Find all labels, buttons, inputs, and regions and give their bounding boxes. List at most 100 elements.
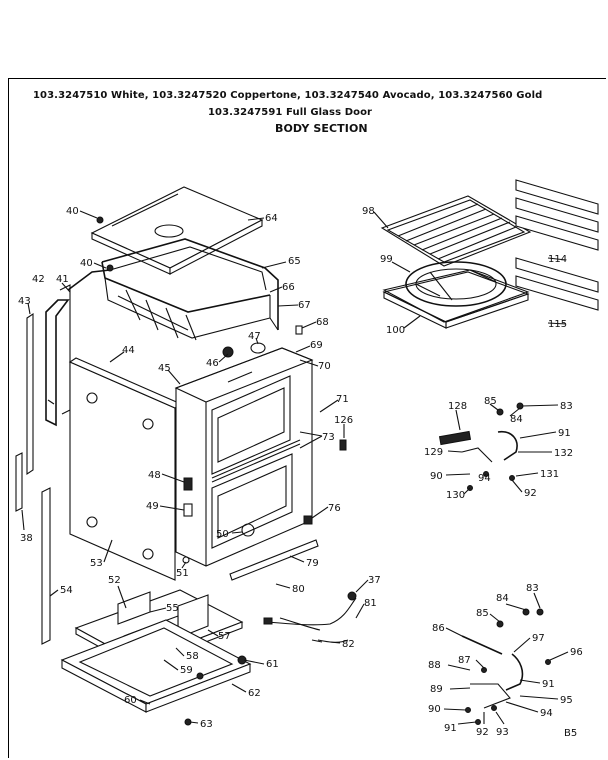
- callout-95: 95: [560, 695, 573, 706]
- callout-90: 90: [430, 471, 443, 482]
- callout-90: 90: [428, 704, 441, 715]
- callout-40: 40: [66, 206, 79, 217]
- callout-86: 86: [432, 623, 445, 634]
- callout-65: 65: [288, 256, 301, 267]
- callout-94: 94: [478, 473, 491, 484]
- callout-131: 131: [540, 469, 559, 480]
- callout-79: 79: [306, 558, 319, 569]
- section-title: BODY SECTION: [275, 122, 368, 135]
- callout-60: 60: [124, 695, 137, 706]
- oven-rack-part: [380, 195, 532, 267]
- callout-62: 62: [248, 688, 261, 699]
- top-frame-part: [101, 238, 279, 341]
- base-frame-part: [60, 619, 252, 713]
- sheet-border: [8, 78, 606, 758]
- callout-76: 76: [328, 503, 341, 514]
- callout-46: 46: [206, 358, 219, 369]
- callout-81: 81: [364, 598, 377, 609]
- callout-115: 115: [548, 319, 567, 330]
- model-list-line: 103.3247510 White, 103.3247520 Copperton…: [33, 90, 543, 101]
- callout-126: 126: [334, 415, 353, 426]
- burner-bowl-part: [382, 261, 530, 329]
- callout-47: 47: [248, 331, 261, 342]
- callout-87: 87: [458, 655, 471, 666]
- callout-94: 94: [540, 708, 553, 719]
- callout-84: 84: [496, 593, 509, 604]
- page-code: B5: [564, 728, 577, 739]
- bottom-trim-79-part: [229, 539, 319, 581]
- callout-64: 64: [265, 213, 278, 224]
- callout-70: 70: [318, 361, 331, 372]
- callout-63: 63: [200, 719, 213, 730]
- callout-129: 129: [424, 447, 443, 458]
- callout-67: 67: [298, 300, 311, 311]
- callout-114: 114: [548, 254, 567, 265]
- small-hardware-parts: [96, 216, 357, 726]
- callout-53: 53: [90, 558, 103, 569]
- callout-85: 85: [484, 396, 497, 407]
- callout-43: 43: [18, 296, 31, 307]
- callout-99: 99: [380, 254, 393, 265]
- callout-37: 37: [368, 575, 381, 586]
- callout-51: 51: [176, 568, 189, 579]
- callout-83: 83: [560, 401, 573, 412]
- door-variant-line: 103.3247591 Full Glass Door: [208, 107, 373, 118]
- callout-71: 71: [336, 394, 349, 405]
- callout-91: 91: [558, 428, 571, 439]
- callout-49: 49: [146, 501, 159, 512]
- callout-66: 66: [282, 282, 295, 293]
- callout-91: 91: [444, 723, 457, 734]
- callout-83: 83: [526, 583, 539, 594]
- callout-88: 88: [428, 660, 441, 671]
- callout-84: 84: [510, 414, 523, 425]
- callout-40: 40: [80, 258, 93, 269]
- callout-52: 52: [108, 575, 121, 586]
- callout-54: 54: [60, 585, 73, 596]
- oven-body-part: [174, 347, 314, 567]
- callout-96: 96: [570, 647, 583, 658]
- callout-61: 61: [266, 659, 279, 670]
- callout-128: 128: [448, 401, 467, 412]
- side-trim-part: [45, 269, 111, 427]
- callout-98: 98: [362, 206, 375, 217]
- leader-lines: [21, 210, 569, 725]
- callout-69: 69: [310, 340, 323, 351]
- callout-59: 59: [180, 665, 193, 676]
- callout-38: 38: [20, 533, 33, 544]
- callout-50: 50: [216, 529, 229, 540]
- callout-labels: 40 64 98 114 99 65 40 42 41 66 43 67 115…: [18, 206, 583, 739]
- callout-92: 92: [524, 488, 537, 499]
- callout-44: 44: [122, 345, 135, 356]
- callout-89: 89: [430, 684, 443, 695]
- callout-55: 55: [166, 603, 179, 614]
- callout-85: 85: [476, 608, 489, 619]
- callout-57: 57: [218, 631, 231, 642]
- strip-38-part: [15, 452, 23, 512]
- top-panel-part: [90, 186, 264, 275]
- left-strip-part: [26, 312, 34, 476]
- callout-45: 45: [158, 363, 171, 374]
- callout-93: 93: [496, 727, 509, 738]
- callout-48: 48: [148, 470, 161, 481]
- callout-130: 130: [446, 490, 465, 501]
- side-panel-part: [68, 357, 183, 581]
- callout-42: 42: [32, 274, 45, 285]
- callout-97: 97: [532, 633, 545, 644]
- side-liner-114-part: [515, 179, 599, 251]
- callout-92: 92: [476, 727, 489, 738]
- callout-73: 73: [322, 432, 335, 443]
- callout-132: 132: [554, 448, 573, 459]
- callout-91: 91: [542, 679, 555, 690]
- callout-82: 82: [342, 639, 355, 650]
- callout-80: 80: [292, 584, 305, 595]
- strip-54-part: [41, 487, 51, 645]
- lower-valve-assembly: [461, 608, 551, 725]
- callout-100: 100: [386, 325, 405, 336]
- side-liner-115-part: [515, 257, 599, 311]
- callout-68: 68: [316, 317, 329, 328]
- callout-58: 58: [186, 651, 199, 662]
- callout-41: 41: [56, 274, 69, 285]
- wire-harness-part: [263, 597, 357, 643]
